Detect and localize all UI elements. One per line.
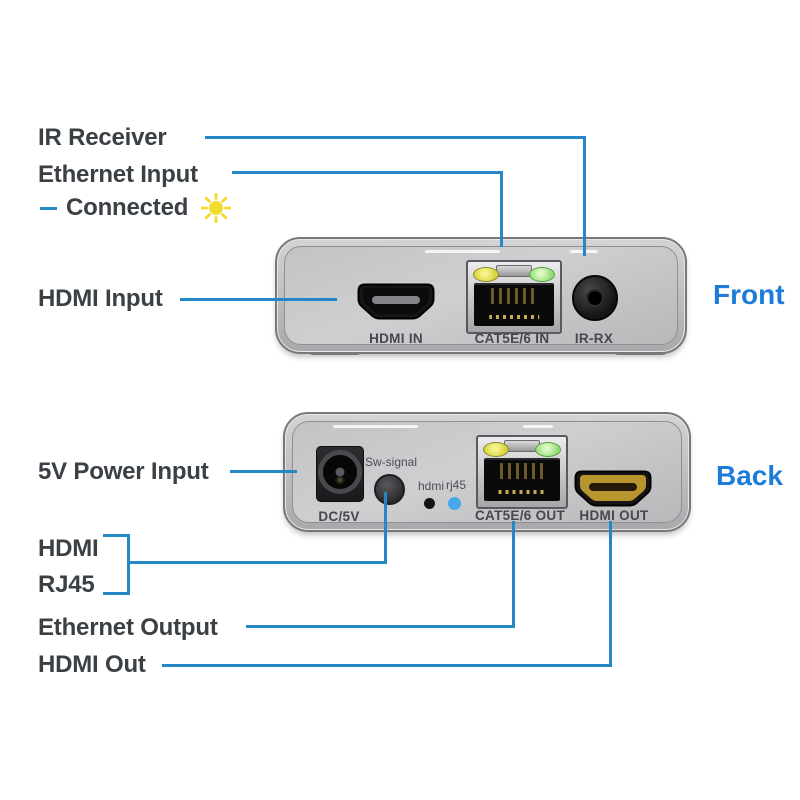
sw-signal-label: Sw-signal [365,455,418,469]
connected-legend: Connected [40,193,232,223]
rj45-cavity [484,458,560,501]
rj45-latch-tab [496,265,532,277]
ir-rx-jack [572,275,618,321]
cat5e-out-label: CAT5E/6 OUT [474,508,566,523]
callout-line-power-input [230,470,297,473]
callout-line-switch-h [127,561,387,564]
back-panel-face: DC/5V Sw-signal hdmi rj45 CAT5E/6 OUT [292,421,682,524]
dc-power-jack [316,446,364,502]
hdmi-out-port [574,470,652,507]
cat5e-in-label: CAT5E/6 IN [474,331,550,346]
view-label-front: Front [713,279,785,310]
callout-line-ethernet-output-v [512,521,515,628]
callout-label-hdmi-out: HDMI Out [38,651,146,678]
connected-dash [40,206,57,210]
callout-line-ir-receiver-v [583,136,586,256]
rj45-yellow-led [473,267,499,282]
rj45-yellow-led [483,442,509,457]
hdmi-out-label: HDMI OUT [579,508,649,523]
callout-label-connected: Connected [66,193,189,221]
sw-signal-button [374,474,405,505]
rj45-pins [490,288,538,304]
ir-rx-label: IR-RX [574,331,614,346]
callout-line-ir-receiver-h [205,136,583,139]
callout-label-ethernet-input: Ethernet Input [38,161,198,188]
callout-bracket-bottom [103,592,130,595]
callout-line-hdmi-input [180,298,337,301]
highlight-streak [425,250,500,253]
hdmi-indicator-label: hdmi [418,479,445,493]
highlight-streak [523,425,553,428]
sun-icon [201,193,232,223]
ir-rx-jack-hole [586,289,604,307]
dc-power-pin [335,467,345,477]
rj45-green-led [529,267,555,282]
highlight-streak [333,425,418,428]
callout-bracket-vertical [127,534,130,595]
cat5e-in-port [466,260,562,334]
back-panel-device: DC/5V Sw-signal hdmi rj45 CAT5E/6 OUT [283,412,691,532]
rj45-indicator-label: rj45 [446,478,467,492]
hdmi-indicator-led [424,498,435,509]
rj45-cavity [474,283,554,326]
front-panel-face: HDMI IN CAT5E/6 IN IR-RX [284,246,678,346]
callout-line-hdmi-out-h [162,664,612,667]
callout-line-ethernet-input-h [232,171,500,174]
callout-label-ir-receiver: IR Receiver [38,124,167,151]
callout-label-hdmi-input: HDMI Input [38,285,163,312]
callout-bracket-top [103,534,130,537]
callout-line-switch-v [384,492,387,564]
callout-label-ethernet-output: Ethernet Output [38,614,218,641]
callout-label-power-input: 5V Power Input [38,458,209,485]
hdmi-in-label: HDMI IN [369,331,423,346]
callout-label-rj45: RJ45 [38,571,95,598]
rj45-contact-dots [498,490,546,494]
rj45-contact-dots [489,315,539,319]
view-label-back: Back [716,460,783,491]
rj45-indicator-led [448,497,461,510]
hdmi-in-port [357,283,435,320]
front-panel-device: HDMI IN CAT5E/6 IN IR-RX [275,237,687,354]
cat5e-out-port [476,435,568,509]
dc-power-ring [318,449,362,494]
rj45-green-led [535,442,561,457]
callout-line-ethernet-input-v [500,171,503,247]
rj45-pins [499,463,545,479]
dc-5v-label: DC/5V [318,509,360,524]
callout-line-ethernet-output-h [246,625,515,628]
callout-label-hdmi: HDMI [38,535,99,562]
callout-line-hdmi-out-v [609,521,612,667]
